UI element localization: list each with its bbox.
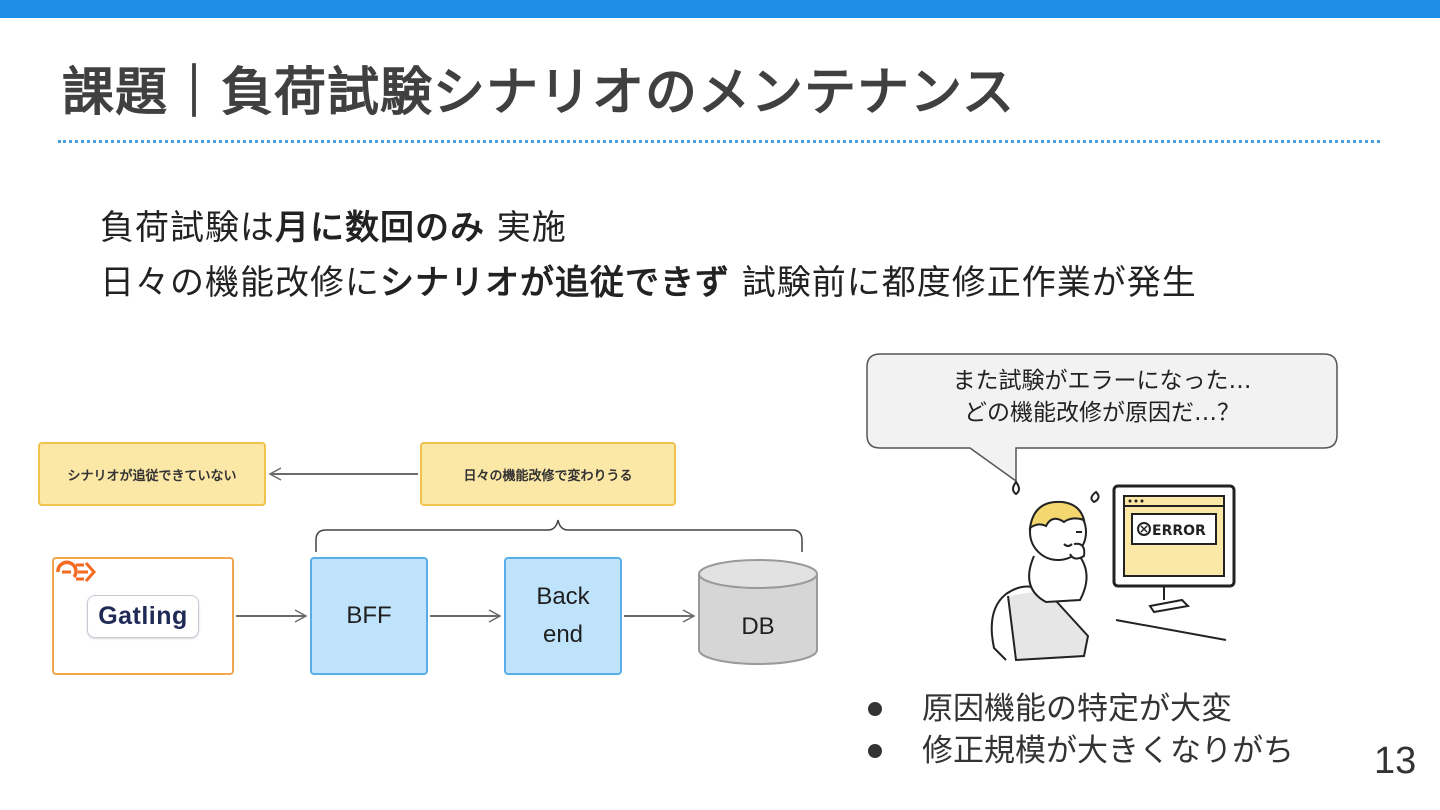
- gatling-node: Gatling: [52, 557, 234, 675]
- body-line-2-text-b: 試験前に都度修正作業が発生: [730, 263, 1197, 303]
- body-line-2-emphasis: シナリオが追従できず: [380, 263, 730, 303]
- bullet-dot-icon: [868, 702, 882, 716]
- architecture-diagram: シナリオが追従できていない 日々の機能改修で変わりうる Gatling BFF …: [0, 330, 840, 710]
- bullet-item: 修正規模が大きくなりがち: [862, 730, 1294, 772]
- top-accent-bar: [0, 0, 1440, 18]
- worried-engineer-illustration: ERROR: [976, 470, 1246, 670]
- bullet-dot-icon: [868, 744, 882, 758]
- page-number: 13: [1374, 740, 1417, 782]
- bff-node: BFF: [310, 557, 428, 675]
- bullet-item: 原因機能の特定が大変: [862, 688, 1294, 730]
- body-line-2-text-a: 日々の機能改修に: [100, 263, 380, 303]
- backend-label-line2: end: [542, 621, 584, 648]
- engineer-at-monitor-icon: ERROR: [990, 480, 1236, 662]
- body-line-1-text-b: 実施: [485, 208, 567, 248]
- backend-label-line1: Back: [536, 583, 590, 610]
- bullet-list: 原因機能の特定が大変 修正規模が大きくなりがち: [862, 688, 1294, 772]
- gatling-wordmark: Gatling: [98, 601, 188, 630]
- brace: [315, 519, 803, 552]
- speech-bubble: また試験がエラーになった… どの機能改修が原因だ…？: [866, 353, 1338, 483]
- speech-line-1: また試験がエラーになった…: [952, 368, 1252, 394]
- diagram-connectors: [236, 467, 818, 665]
- speech-line-2: どの機能改修が原因だ…？: [964, 400, 1240, 426]
- speech-bubble-text: また試験がエラーになった… どの機能改修が原因だ…？: [866, 365, 1338, 429]
- gatling-emblem-icon: [56, 560, 97, 582]
- bullet-text: 原因機能の特定が大変: [922, 691, 1232, 727]
- db-cylinder: [698, 559, 818, 665]
- slide-title: 課題｜負荷試験シナリオのメンテナンス: [62, 63, 1015, 123]
- bullet-text: 修正規模が大きくなりがち: [922, 733, 1294, 769]
- backend-node: Back end: [504, 557, 622, 675]
- note-scenario-not-following: シナリオが追従できていない: [38, 442, 266, 506]
- db-label: DB: [741, 613, 775, 640]
- note-changes-daily: 日々の機能改修で変わりうる: [420, 442, 676, 506]
- gatling-logo: Gatling: [56, 560, 199, 638]
- monitor-error-text: ERROR: [1152, 523, 1206, 539]
- title-divider: [58, 140, 1380, 143]
- speech-bubble-shape: [866, 353, 1338, 483]
- body-line-2: 日々の機能改修にシナリオが追従できず 試験前に都度修正作業が発生: [100, 255, 1197, 304]
- body-line-1-text-a: 負荷試験は: [100, 208, 275, 248]
- body-line-1-emphasis: 月に数回のみ: [275, 208, 485, 248]
- body-line-1: 負荷試験は月に数回のみ 実施: [100, 200, 567, 249]
